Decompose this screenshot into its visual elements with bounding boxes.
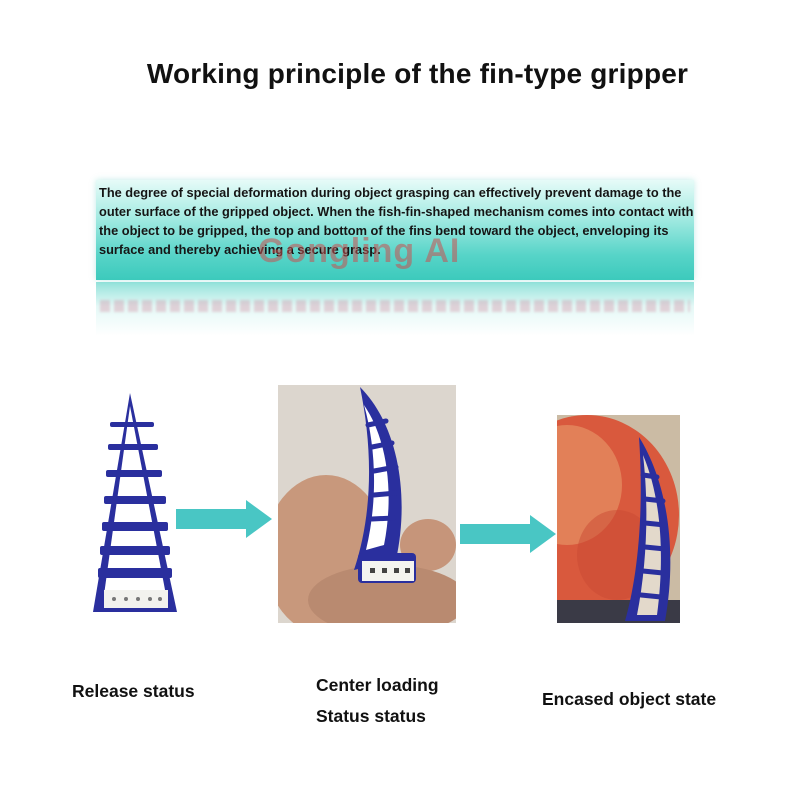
description-box	[96, 180, 694, 280]
center-loading-label-line2: Status status	[316, 706, 426, 726]
release-state-image	[90, 390, 180, 615]
description-text: The degree of special deformation during…	[99, 185, 694, 257]
center-loading-image	[264, 385, 468, 635]
diagram-title: Working principle of the fin-type grippe…	[146, 58, 689, 89]
encased-object-label: Encased object state	[542, 689, 717, 709]
release-status-label: Release status	[72, 681, 195, 701]
arrow-right-icon	[460, 515, 556, 553]
center-loading-label: Center loading	[316, 675, 439, 695]
description-reflection	[96, 282, 694, 336]
watermark: Gongling AI	[258, 232, 461, 270]
encased-object-image	[495, 415, 680, 623]
arrow-right-icon	[176, 500, 272, 538]
